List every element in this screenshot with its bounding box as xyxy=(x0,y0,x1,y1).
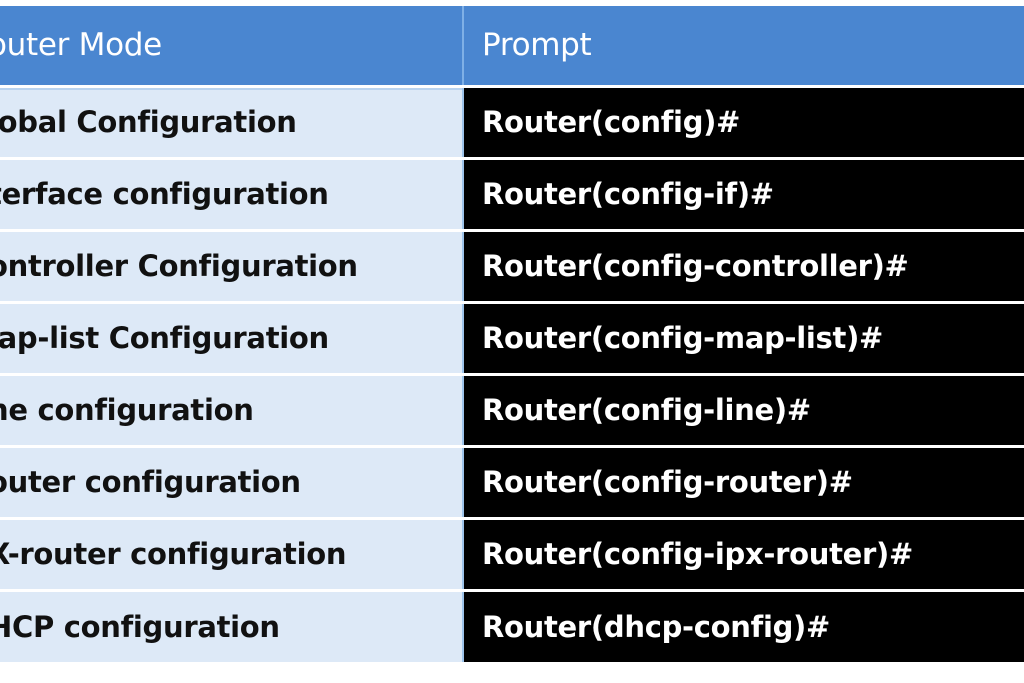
table-row: ne configuration Router(config-line)# xyxy=(0,374,1024,448)
mode-cell: X-router configuration xyxy=(0,518,464,592)
table-row: lap-list Configuration Router(config-map… xyxy=(0,302,1024,376)
prompt-cell: Router(dhcp-config)# xyxy=(463,590,1024,662)
header-prompt: Prompt xyxy=(463,6,1024,88)
mode-cell: lobal Configuration xyxy=(0,86,464,160)
prompt-cell: Router(config-line)# xyxy=(463,374,1024,448)
prompt-cell: Router(config-router)# xyxy=(463,446,1024,520)
mode-cell: HCP configuration xyxy=(0,590,464,662)
table-row: lobal Configuration Router(config)# xyxy=(0,86,1024,160)
prompt-cell: Router(config)# xyxy=(463,86,1024,160)
prompt-cell: Router(config-if)# xyxy=(463,158,1024,232)
mode-cell: outer configuration xyxy=(0,446,464,520)
router-modes-table: outer Mode Prompt lobal Configuration Ro… xyxy=(0,6,1024,662)
mode-cell: terface configuration xyxy=(0,158,464,232)
table-row: HCP configuration Router(dhcp-config)# xyxy=(0,590,1024,662)
mode-cell: ne configuration xyxy=(0,374,464,448)
table-row: outer configuration Router(config-router… xyxy=(0,446,1024,520)
table-row: terface configuration Router(config-if)# xyxy=(0,158,1024,232)
prompt-cell: Router(config-map-list)# xyxy=(463,302,1024,376)
prompt-cell: Router(config-ipx-router)# xyxy=(463,518,1024,592)
table-header-row: outer Mode Prompt xyxy=(0,6,1024,88)
prompt-cell: Router(config-controller)# xyxy=(463,230,1024,304)
table-row: X-router configuration Router(config-ipx… xyxy=(0,518,1024,592)
mode-cell: ontroller Configuration xyxy=(0,230,464,304)
header-router-mode: outer Mode xyxy=(0,6,464,88)
table-row: ontroller Configuration Router(config-co… xyxy=(0,230,1024,304)
mode-cell: lap-list Configuration xyxy=(0,302,464,376)
